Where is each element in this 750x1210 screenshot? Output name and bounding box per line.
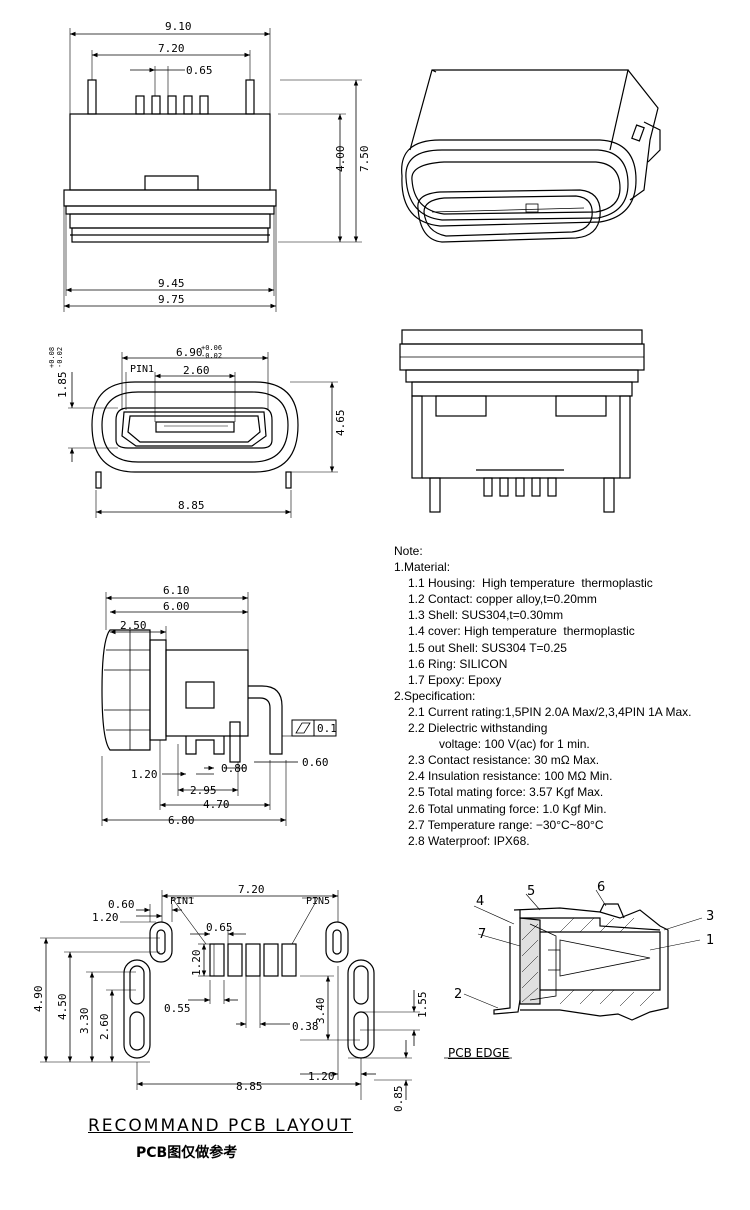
- dim-side-295: 2.95: [190, 784, 217, 797]
- dim-front-690-tol-minus: -0.02: [201, 352, 222, 360]
- dim-top-065: 0.65: [186, 64, 213, 77]
- callout-6: 6: [597, 880, 605, 895]
- dim-pcb-120b: 1.20: [190, 950, 203, 977]
- material-item: 1.1 Housing: High temperature thermoplas…: [408, 576, 653, 591]
- spec-item: 2.5 Total mating force: 3.57 Kgf Max.: [408, 785, 604, 800]
- notes-block: Note: 1.Material: 1.1 Housing: High temp…: [394, 543, 744, 849]
- dim-side-680: 6.80: [168, 814, 195, 827]
- pcb-edge-label: PCB EDGE: [448, 1046, 510, 1060]
- dim-side-600: 6.00: [163, 600, 190, 613]
- material-item: 1.4 cover: High temperature thermoplasti…: [408, 624, 635, 639]
- pcb-layout: [40, 890, 420, 1100]
- pcb-pin5-label: PIN5: [306, 896, 330, 907]
- dim-side-250: 2.50: [120, 619, 147, 632]
- dim-pcb-720: 7.20: [238, 883, 265, 896]
- dim-pcb-038: 0.38: [292, 1020, 319, 1033]
- dim-side-060: 0.60: [302, 756, 329, 769]
- dim-front-690-tol-plus: +0.06: [201, 344, 222, 352]
- dim-front-185: 1.85: [56, 372, 69, 399]
- dim-top-750: 7.50: [358, 146, 371, 173]
- pcb-pin1-label: PIN1: [170, 896, 194, 907]
- dim-top-910: 9.10: [165, 20, 192, 33]
- side-view: [101, 592, 337, 826]
- dim-pcb-120c: 1.20: [308, 1070, 335, 1083]
- dim-pcb-260: 2.60: [98, 1014, 111, 1041]
- dim-front-185-tol-plus: +0.08: [48, 347, 56, 368]
- side-flatness: 0.1: [317, 722, 337, 735]
- pcb-layout-title: RECOMMAND PCB LAYOUT: [88, 1116, 354, 1136]
- dim-pcb-340: 3.40: [314, 998, 327, 1025]
- dim-top-720: 7.20: [158, 42, 185, 55]
- dim-pcb-120a: 1.20: [92, 911, 119, 924]
- dim-pcb-450: 4.50: [56, 994, 69, 1021]
- material-item: 1.2 Contact: copper alloy,t=0.20mm: [408, 592, 597, 607]
- dim-side-080: 0.80: [221, 762, 248, 775]
- dim-pcb-330: 3.30: [78, 1008, 91, 1035]
- dim-front-690: 6.90: [176, 346, 203, 359]
- pcb-layout-note: PCB图仅做参考: [136, 1145, 238, 1161]
- section-view: [444, 889, 703, 1059]
- dim-pcb-155: 1.55: [416, 992, 429, 1019]
- section-callouts: 1 2 3 4 5 6 7: [454, 880, 714, 1002]
- dim-top-975: 9.75: [158, 293, 185, 306]
- dim-pcb-085: 0.85: [392, 1086, 405, 1113]
- spec-item-continued: voltage: 100 V(ac) for 1 min.: [439, 737, 590, 752]
- dim-pcb-060: 0.60: [108, 898, 135, 911]
- dim-top-400: 4.00: [334, 146, 347, 173]
- front-view: [68, 352, 338, 518]
- material-item: 1.3 Shell: SUS304,t=0.30mm: [408, 608, 564, 623]
- spec-item: 2.4 Insulation resistance: 100 MΩ Min.: [408, 769, 613, 784]
- material-item: 1.5 out Shell: SUS304 T=0.25: [408, 640, 567, 655]
- callout-5: 5: [527, 884, 535, 899]
- dim-front-465: 4.65: [334, 410, 347, 437]
- callout-7: 7: [478, 927, 486, 942]
- dim-front-185-tol-minus: -0.02: [56, 347, 64, 368]
- dim-front-885: 8.85: [178, 499, 205, 512]
- callout-1: 1: [706, 933, 714, 948]
- dim-pcb-065: 0.65: [206, 921, 233, 934]
- rear-view: [399, 329, 645, 513]
- spec-item: 2.8 Waterproof: IPX68.: [408, 833, 530, 848]
- dim-side-610: 6.10: [163, 584, 190, 597]
- front-pin1-label: PIN1: [130, 364, 154, 375]
- top-view: [63, 28, 362, 312]
- isometric-view: [401, 69, 661, 243]
- material-title: 1.Material:: [394, 560, 451, 575]
- dim-pcb-490: 4.90: [32, 986, 45, 1013]
- dim-top-945: 9.45: [158, 277, 185, 290]
- callout-3: 3: [706, 909, 714, 924]
- callout-2: 2: [454, 987, 462, 1002]
- spec-title: 2.Specification:: [394, 688, 476, 703]
- dim-front-260: 2.60: [183, 364, 210, 377]
- dim-side-120: 1.20: [131, 768, 158, 781]
- dimension-labels: 9.10 7.20 0.65 4.00 7.50 9.45 9.75 6.90 …: [32, 20, 429, 1112]
- dim-pcb-885: 8.85: [236, 1080, 263, 1093]
- material-item: 1.6 Ring: SILICON: [408, 656, 508, 671]
- dim-side-470: 4.70: [203, 798, 230, 811]
- notes-heading: Note:: [394, 544, 423, 558]
- material-item: 1.7 Epoxy: Epoxy: [408, 672, 502, 687]
- spec-item: 2.7 Temperature range: −30°C~80°C: [408, 817, 604, 832]
- dim-pcb-055: 0.55: [164, 1002, 191, 1015]
- spec-item: 2.6 Total unmating force: 1.0 Kgf Min.: [408, 801, 607, 816]
- spec-item: 2.2 Dielectric withstanding: [408, 721, 548, 736]
- spec-item: 2.3 Contact resistance: 30 mΩ Max.: [408, 753, 600, 768]
- callout-4: 4: [476, 894, 484, 909]
- spec-item: 2.1 Current rating:1,5PIN 2.0A Max/2,3,4…: [408, 704, 692, 719]
